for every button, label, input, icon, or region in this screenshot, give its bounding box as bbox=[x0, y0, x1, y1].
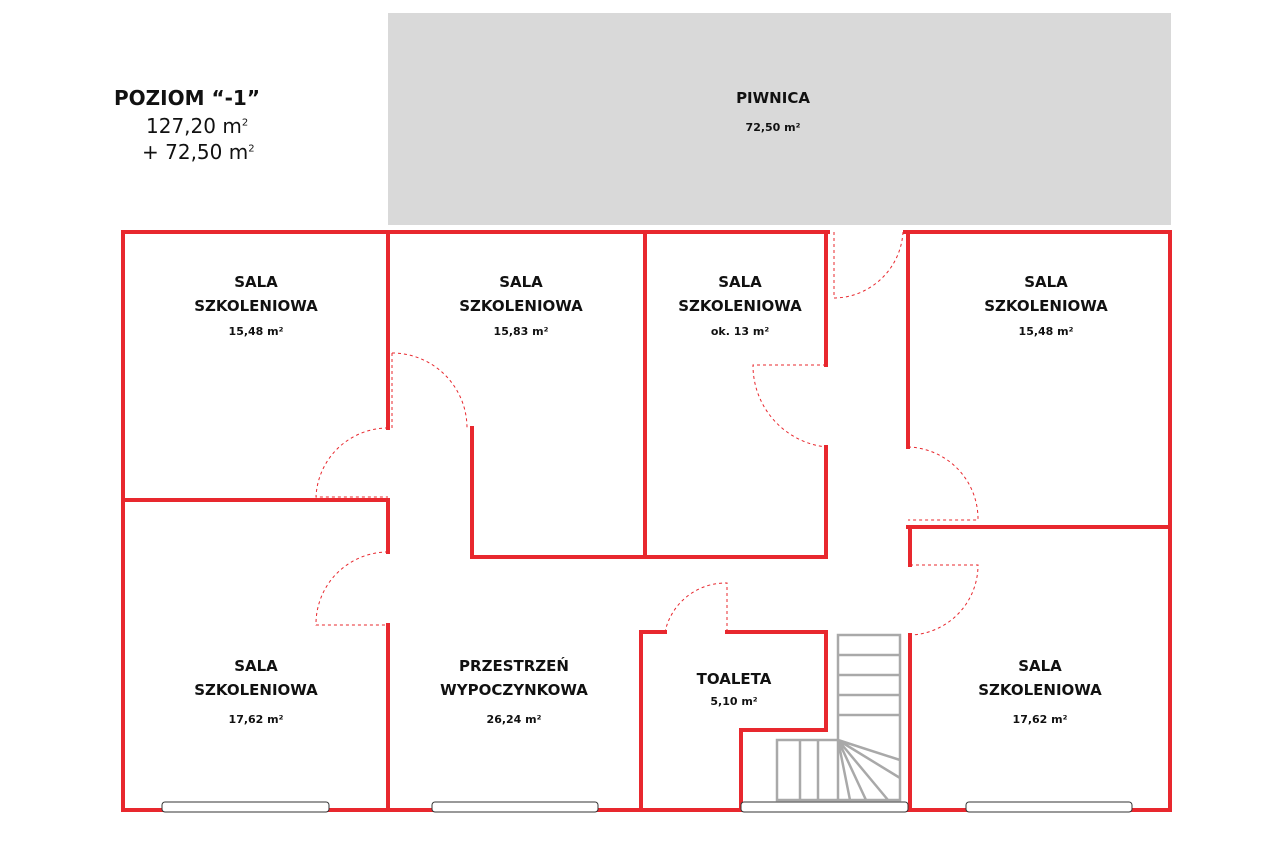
level-extra-area: + 72,50 m2 bbox=[142, 140, 260, 164]
room-name: SALA bbox=[499, 273, 543, 291]
room-name: WYPOCZYNKOWA bbox=[440, 681, 588, 699]
walls bbox=[121, 230, 1172, 812]
room-name: SZKOLENIOWA bbox=[978, 681, 1102, 699]
room-name: SZKOLENIOWA bbox=[984, 297, 1108, 315]
room-name: PRZESTRZEŃ bbox=[459, 656, 569, 675]
room-name: SZKOLENIOWA bbox=[194, 681, 318, 699]
area-extra: + 72,50 m bbox=[142, 140, 249, 164]
room-area: 72,50 m² bbox=[746, 121, 801, 134]
room-name: SALA bbox=[718, 273, 762, 291]
room-area: 15,48 m² bbox=[1019, 325, 1074, 338]
level-summary: POZIOM “-1” 127,20 m2 + 72,50 m2 bbox=[114, 86, 260, 164]
room-training-1: SALA SZKOLENIOWA 15,48 m² bbox=[194, 273, 318, 338]
room-area: 5,10 m² bbox=[710, 695, 757, 708]
room-name: SALA bbox=[1024, 273, 1068, 291]
room-training-4: SALA SZKOLENIOWA 15,48 m² bbox=[984, 273, 1108, 338]
room-training-3: SALA SZKOLENIOWA ok. 13 m² bbox=[678, 273, 802, 338]
room-area: 15,83 m² bbox=[494, 325, 549, 338]
room-name: TOALETA bbox=[697, 670, 772, 688]
windows bbox=[161, 801, 1133, 813]
unit-sup: 2 bbox=[241, 117, 249, 129]
level-area: 127,20 m2 bbox=[146, 114, 260, 138]
room-training-6: SALA SZKOLENIOWA 17,62 m² bbox=[978, 657, 1102, 726]
room-area: 26,24 m² bbox=[487, 713, 542, 726]
room-name: PIWNICA bbox=[736, 89, 810, 107]
room-training-2: SALA SZKOLENIOWA 15,83 m² bbox=[459, 273, 583, 338]
room-name: SALA bbox=[1018, 657, 1062, 675]
window bbox=[161, 801, 330, 813]
area-main: 127,20 m bbox=[146, 114, 242, 138]
room-basement: PIWNICA 72,50 m² bbox=[736, 89, 810, 134]
room-name: SALA bbox=[234, 657, 278, 675]
doors bbox=[315, 231, 979, 636]
stairs bbox=[775, 633, 902, 802]
room-toilet: TOALETA 5,10 m² bbox=[697, 670, 772, 708]
unit-sup: 2 bbox=[248, 143, 255, 155]
window bbox=[740, 801, 909, 813]
room-area: 17,62 m² bbox=[1013, 713, 1068, 726]
basement-area bbox=[388, 13, 1171, 225]
window bbox=[431, 801, 599, 813]
room-name: SALA bbox=[234, 273, 278, 291]
room-name: SZKOLENIOWA bbox=[459, 297, 583, 315]
room-area: 15,48 m² bbox=[229, 325, 284, 338]
room-area: 17,62 m² bbox=[229, 713, 284, 726]
room-lounge: PRZESTRZEŃ WYPOCZYNKOWA 26,24 m² bbox=[440, 656, 588, 726]
room-name: SZKOLENIOWA bbox=[194, 297, 318, 315]
window bbox=[965, 801, 1133, 813]
level-title: POZIOM “-1” bbox=[114, 86, 260, 110]
room-name: SZKOLENIOWA bbox=[678, 297, 802, 315]
room-training-5: SALA SZKOLENIOWA 17,62 m² bbox=[194, 657, 318, 726]
room-area: ok. 13 m² bbox=[711, 325, 769, 338]
